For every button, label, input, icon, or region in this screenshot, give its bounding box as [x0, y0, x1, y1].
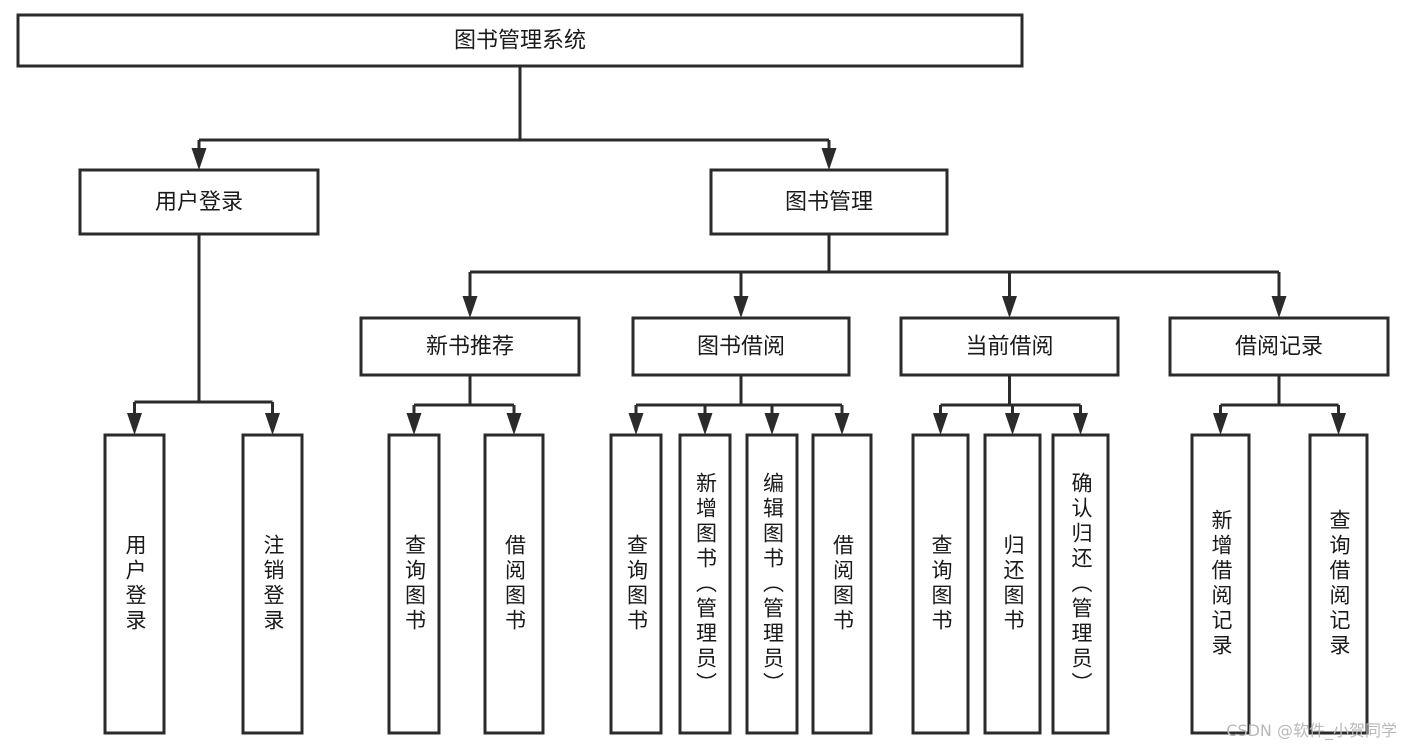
node-leaf-user-login[interactable] [103, 433, 166, 735]
node-box[interactable] [359, 316, 581, 377]
node-label: 图书管理系统 [454, 29, 586, 54]
node-label: 当前借阅 [965, 335, 1053, 360]
node-leaf-query-book-2[interactable] [609, 433, 663, 735]
node-box[interactable] [983, 433, 1042, 735]
edge-layer [127, 66, 1346, 435]
arrow-head-icon [191, 148, 207, 170]
arrow-head-icon [506, 413, 522, 435]
node-box[interactable] [911, 433, 970, 735]
node-box[interactable] [241, 433, 304, 735]
node-leaf-query-book-3[interactable] [911, 433, 970, 735]
arrow-head-icon [1005, 413, 1020, 435]
node-leaf-borrow-book-2[interactable] [811, 433, 873, 735]
node-leaf-confirm-return[interactable] [1051, 433, 1110, 735]
node-label: 图书借阅 [697, 335, 785, 360]
node-user-login[interactable]: 用户登录 [78, 168, 320, 236]
node-label: 用户登录 [155, 190, 243, 215]
node-leaf-user-logout[interactable] [241, 433, 304, 735]
arrow-head-icon [1073, 413, 1088, 435]
node-book-manage[interactable]: 图书管理 [709, 168, 949, 236]
node-label: 新书推荐 [426, 335, 514, 360]
node-leaf-borrow-book-1[interactable] [483, 433, 545, 735]
node-box[interactable] [709, 168, 949, 236]
node-box[interactable] [1308, 433, 1369, 735]
node-leaf-edit-book[interactable] [745, 433, 799, 735]
node-leaf-query-book-1[interactable] [387, 433, 441, 735]
node-box[interactable] [745, 433, 799, 735]
node-book-borrow[interactable]: 图书借阅 [631, 316, 851, 377]
node-box[interactable] [631, 316, 851, 377]
arrow-head-icon [764, 413, 780, 435]
node-box[interactable] [483, 433, 545, 735]
node-leaf-query-record[interactable] [1308, 433, 1369, 735]
arrow-head-icon [1213, 413, 1228, 435]
node-new-book-rec[interactable]: 新书推荐 [359, 316, 581, 377]
node-label: 借阅记录 [1235, 335, 1323, 360]
arrow-head-icon [1331, 413, 1346, 435]
csdn-watermark: CSDN @软件_小贺同学 [1226, 721, 1397, 740]
node-box[interactable] [387, 433, 441, 735]
node-box[interactable] [678, 433, 732, 735]
node-box[interactable] [899, 316, 1120, 377]
arrow-head-icon [834, 413, 850, 435]
node-leaf-add-book[interactable] [678, 433, 732, 735]
arrow-head-icon [1002, 296, 1017, 318]
arrow-head-icon [406, 413, 422, 435]
node-label: 图书管理 [785, 190, 873, 215]
arrow-head-icon [127, 413, 142, 435]
node-box[interactable] [811, 433, 873, 735]
arrow-head-icon [933, 413, 948, 435]
node-box[interactable] [1051, 433, 1110, 735]
node-box[interactable] [103, 433, 166, 735]
node-box[interactable] [1168, 316, 1390, 377]
arrow-head-icon [1271, 296, 1287, 318]
arrow-head-icon [733, 296, 749, 318]
node-leaf-return-book[interactable] [983, 433, 1042, 735]
node-root[interactable]: 图书管理系统 [16, 13, 1024, 68]
node-borrow-record[interactable]: 借阅记录 [1168, 316, 1390, 377]
arrow-head-icon [697, 413, 713, 435]
node-current-borrow[interactable]: 当前借阅 [899, 316, 1120, 377]
arrow-head-icon [821, 148, 837, 170]
arrow-head-icon [462, 296, 478, 318]
arrow-head-icon [265, 413, 280, 435]
node-leaf-add-record[interactable] [1190, 433, 1251, 735]
node-box[interactable] [609, 433, 663, 735]
arrow-head-icon [628, 413, 644, 435]
node-box[interactable] [1190, 433, 1251, 735]
node-box[interactable] [78, 168, 320, 236]
node-box[interactable] [16, 13, 1024, 68]
